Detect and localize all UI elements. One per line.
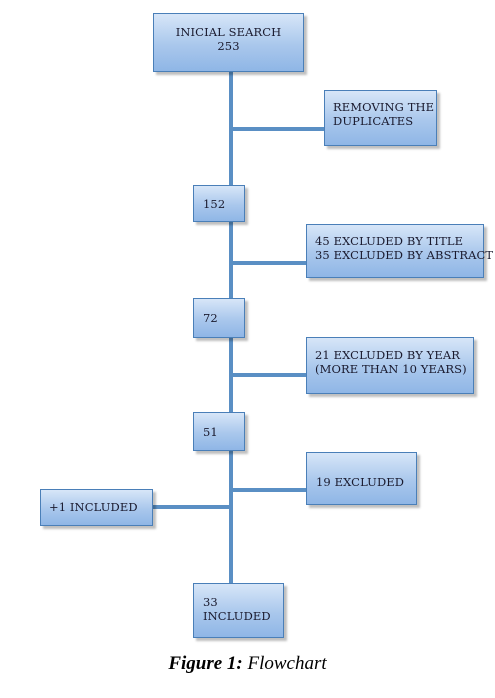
excluded-by-title-label: 45 EXCLUDED BY TITLE — [315, 234, 464, 248]
plus-one-included-label: +1 INCLUDED — [49, 500, 138, 514]
excluded-by-abstract-label: 35 EXCLUDED BY ABSTRACT — [315, 248, 494, 262]
count-152-box: 152 — [193, 185, 245, 222]
connector-from-plus-one-included — [153, 505, 231, 509]
count-72-label: 72 — [203, 311, 218, 325]
removing-duplicates-box: REMOVING THE DUPLICATES — [324, 90, 437, 146]
title-abstract-exclusion-box: 45 EXCLUDED BY TITLE 35 EXCLUDED BY ABST… — [306, 224, 494, 278]
figure-label: Figure 1: — [168, 653, 243, 674]
initial-search-count: 253 — [217, 39, 240, 53]
connector-to-title-abstract-exclusion — [231, 261, 307, 265]
excluded-19-box: 19 EXCLUDED — [306, 452, 417, 505]
initial-search-box: INICIAL SEARCH 253 — [153, 13, 304, 72]
year-exclusion-box: 21 EXCLUDED BY YEAR (MORE THAN 10 YEARS) — [306, 337, 474, 394]
initial-search-label: INICIAL SEARCH — [175, 25, 282, 39]
plus-one-included-box: +1 INCLUDED — [40, 489, 153, 526]
connector-to-19-excluded — [231, 488, 307, 492]
excluded-19-label: 19 EXCLUDED — [316, 475, 405, 489]
final-included-label: INCLUDED — [203, 609, 271, 623]
more-than-10-years-label: (MORE THAN 10 YEARS) — [315, 362, 467, 376]
count-152-label: 152 — [203, 197, 226, 211]
final-included-box: 33 INCLUDED — [193, 583, 284, 638]
final-count-label: 33 — [203, 595, 218, 609]
count-72-box: 72 — [193, 298, 245, 338]
count-51-box: 51 — [193, 412, 245, 451]
removing-duplicates-line1: REMOVING THE — [333, 100, 435, 114]
removing-duplicates-line2: DUPLICATES — [333, 114, 414, 128]
figure-title: Flowchart — [247, 653, 327, 674]
count-51-label: 51 — [203, 425, 218, 439]
figure-caption: Figure 1: Flowchart — [0, 653, 495, 675]
connector-to-duplicates — [231, 127, 325, 131]
excluded-by-year-label: 21 EXCLUDED BY YEAR — [315, 348, 461, 362]
connector-to-year-exclusion — [231, 373, 307, 377]
